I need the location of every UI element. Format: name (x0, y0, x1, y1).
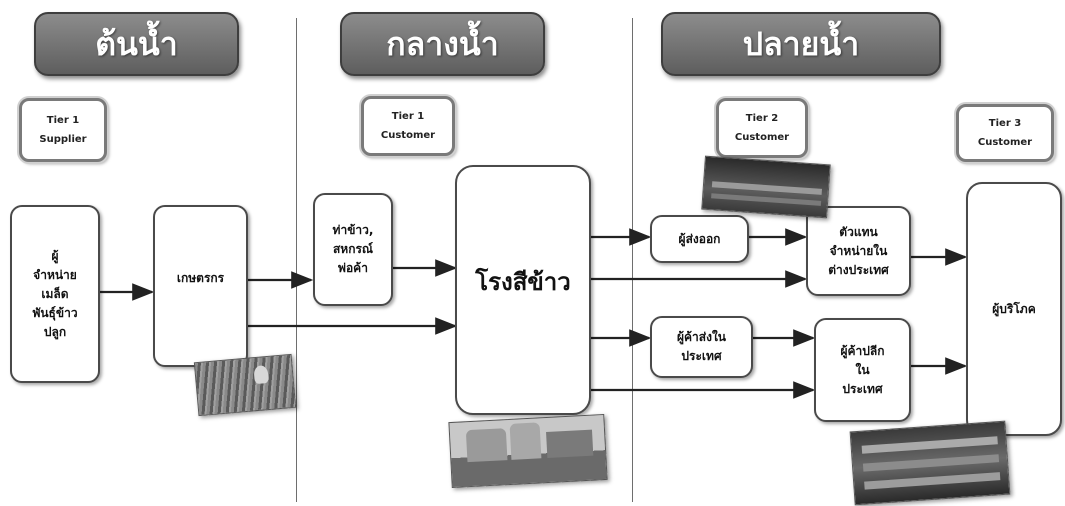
node-collector: ท่าข้าว, สหกรณ์ พ่อค้า (313, 193, 393, 306)
export-warehouse-photo (701, 155, 831, 219)
node-text: ต่างประเทศ (828, 262, 889, 277)
node-text: ผู้ค้าปลีก (840, 343, 885, 358)
stage-downstream: ปลายน้ำ (661, 12, 941, 76)
node-domestic-retailer: ผู้ค้าปลีก ใน ประเทศ (814, 318, 911, 422)
node-text: ผู้ (51, 248, 59, 263)
store-shelf (864, 472, 1001, 490)
stage-upstream: ต้นน้ำ (34, 12, 239, 76)
stage-midstream: กลางน้ำ (340, 12, 545, 76)
node-text: ปลูก (43, 324, 67, 339)
store-shelf (861, 436, 998, 454)
tier-role: Customer (380, 130, 436, 141)
divider-midstream-downstream (632, 18, 633, 502)
rice-mill-photo (448, 413, 608, 489)
node-text: ประเทศ (681, 349, 722, 363)
farmer-figure (253, 364, 269, 385)
node-text: จำหน่ายใน (829, 243, 888, 258)
node-text: ประเทศ (842, 381, 883, 396)
node-text: จำหน่าย (33, 267, 77, 282)
tier-level: Tier 1 (46, 115, 80, 126)
tier-role: Customer (977, 137, 1033, 148)
tier-1-supplier: Tier 1 Supplier (19, 98, 107, 162)
divider-upstream-midstream (296, 18, 297, 502)
tier-role: Customer (734, 132, 790, 143)
node-text: ท่าข้าว, (332, 223, 374, 237)
node-text: ตัวแทน (839, 224, 878, 239)
node-exporter: ผู้ส่งออก (650, 215, 749, 263)
store-shelf (862, 454, 1000, 472)
tier-level: Tier 2 (745, 113, 779, 124)
node-foreign-agent: ตัวแทน จำหน่ายใน ต่างประเทศ (806, 206, 911, 296)
tier-3-customer: Tier 3 Customer (956, 104, 1054, 162)
node-consumer: ผู้บริโภค (966, 182, 1062, 436)
retail-store-photo (849, 420, 1011, 506)
mill-building (546, 429, 594, 458)
rice-field-photo (193, 353, 297, 417)
node-text: โรงสีข้าว (475, 268, 571, 296)
node-text: พ่อค้า (338, 261, 368, 275)
silo-shape (509, 422, 542, 460)
tier-level: Tier 1 (391, 111, 425, 122)
tier-1-customer: Tier 1 Customer (361, 96, 455, 156)
node-text: สหกรณ์ (332, 242, 374, 256)
node-text: เมล็ด (41, 286, 69, 301)
node-seed-seller: ผู้ จำหน่าย เมล็ด พันธุ์ข้าว ปลูก (10, 205, 100, 383)
node-rice-mill: โรงสีข้าว (455, 165, 591, 415)
node-text: เกษตรกร (176, 271, 225, 285)
node-text: ผู้บริโภค (992, 301, 1036, 316)
node-text: พันธุ์ข้าว (32, 305, 78, 320)
tier-level: Tier 3 (988, 118, 1022, 129)
node-farmer: เกษตรกร (153, 205, 248, 367)
node-domestic-wholesaler: ผู้ค้าส่งใน ประเทศ (650, 316, 753, 378)
node-text: ใน (855, 362, 870, 377)
warehouse-shelf (711, 181, 823, 195)
node-text: ผู้ค้าส่งใน (676, 330, 727, 344)
node-text: ผู้ส่งออก (678, 231, 721, 246)
tier-2-customer: Tier 2 Customer (716, 98, 808, 158)
warehouse-shelf (711, 193, 822, 206)
silo-shape (465, 428, 508, 463)
tier-role: Supplier (39, 134, 87, 145)
